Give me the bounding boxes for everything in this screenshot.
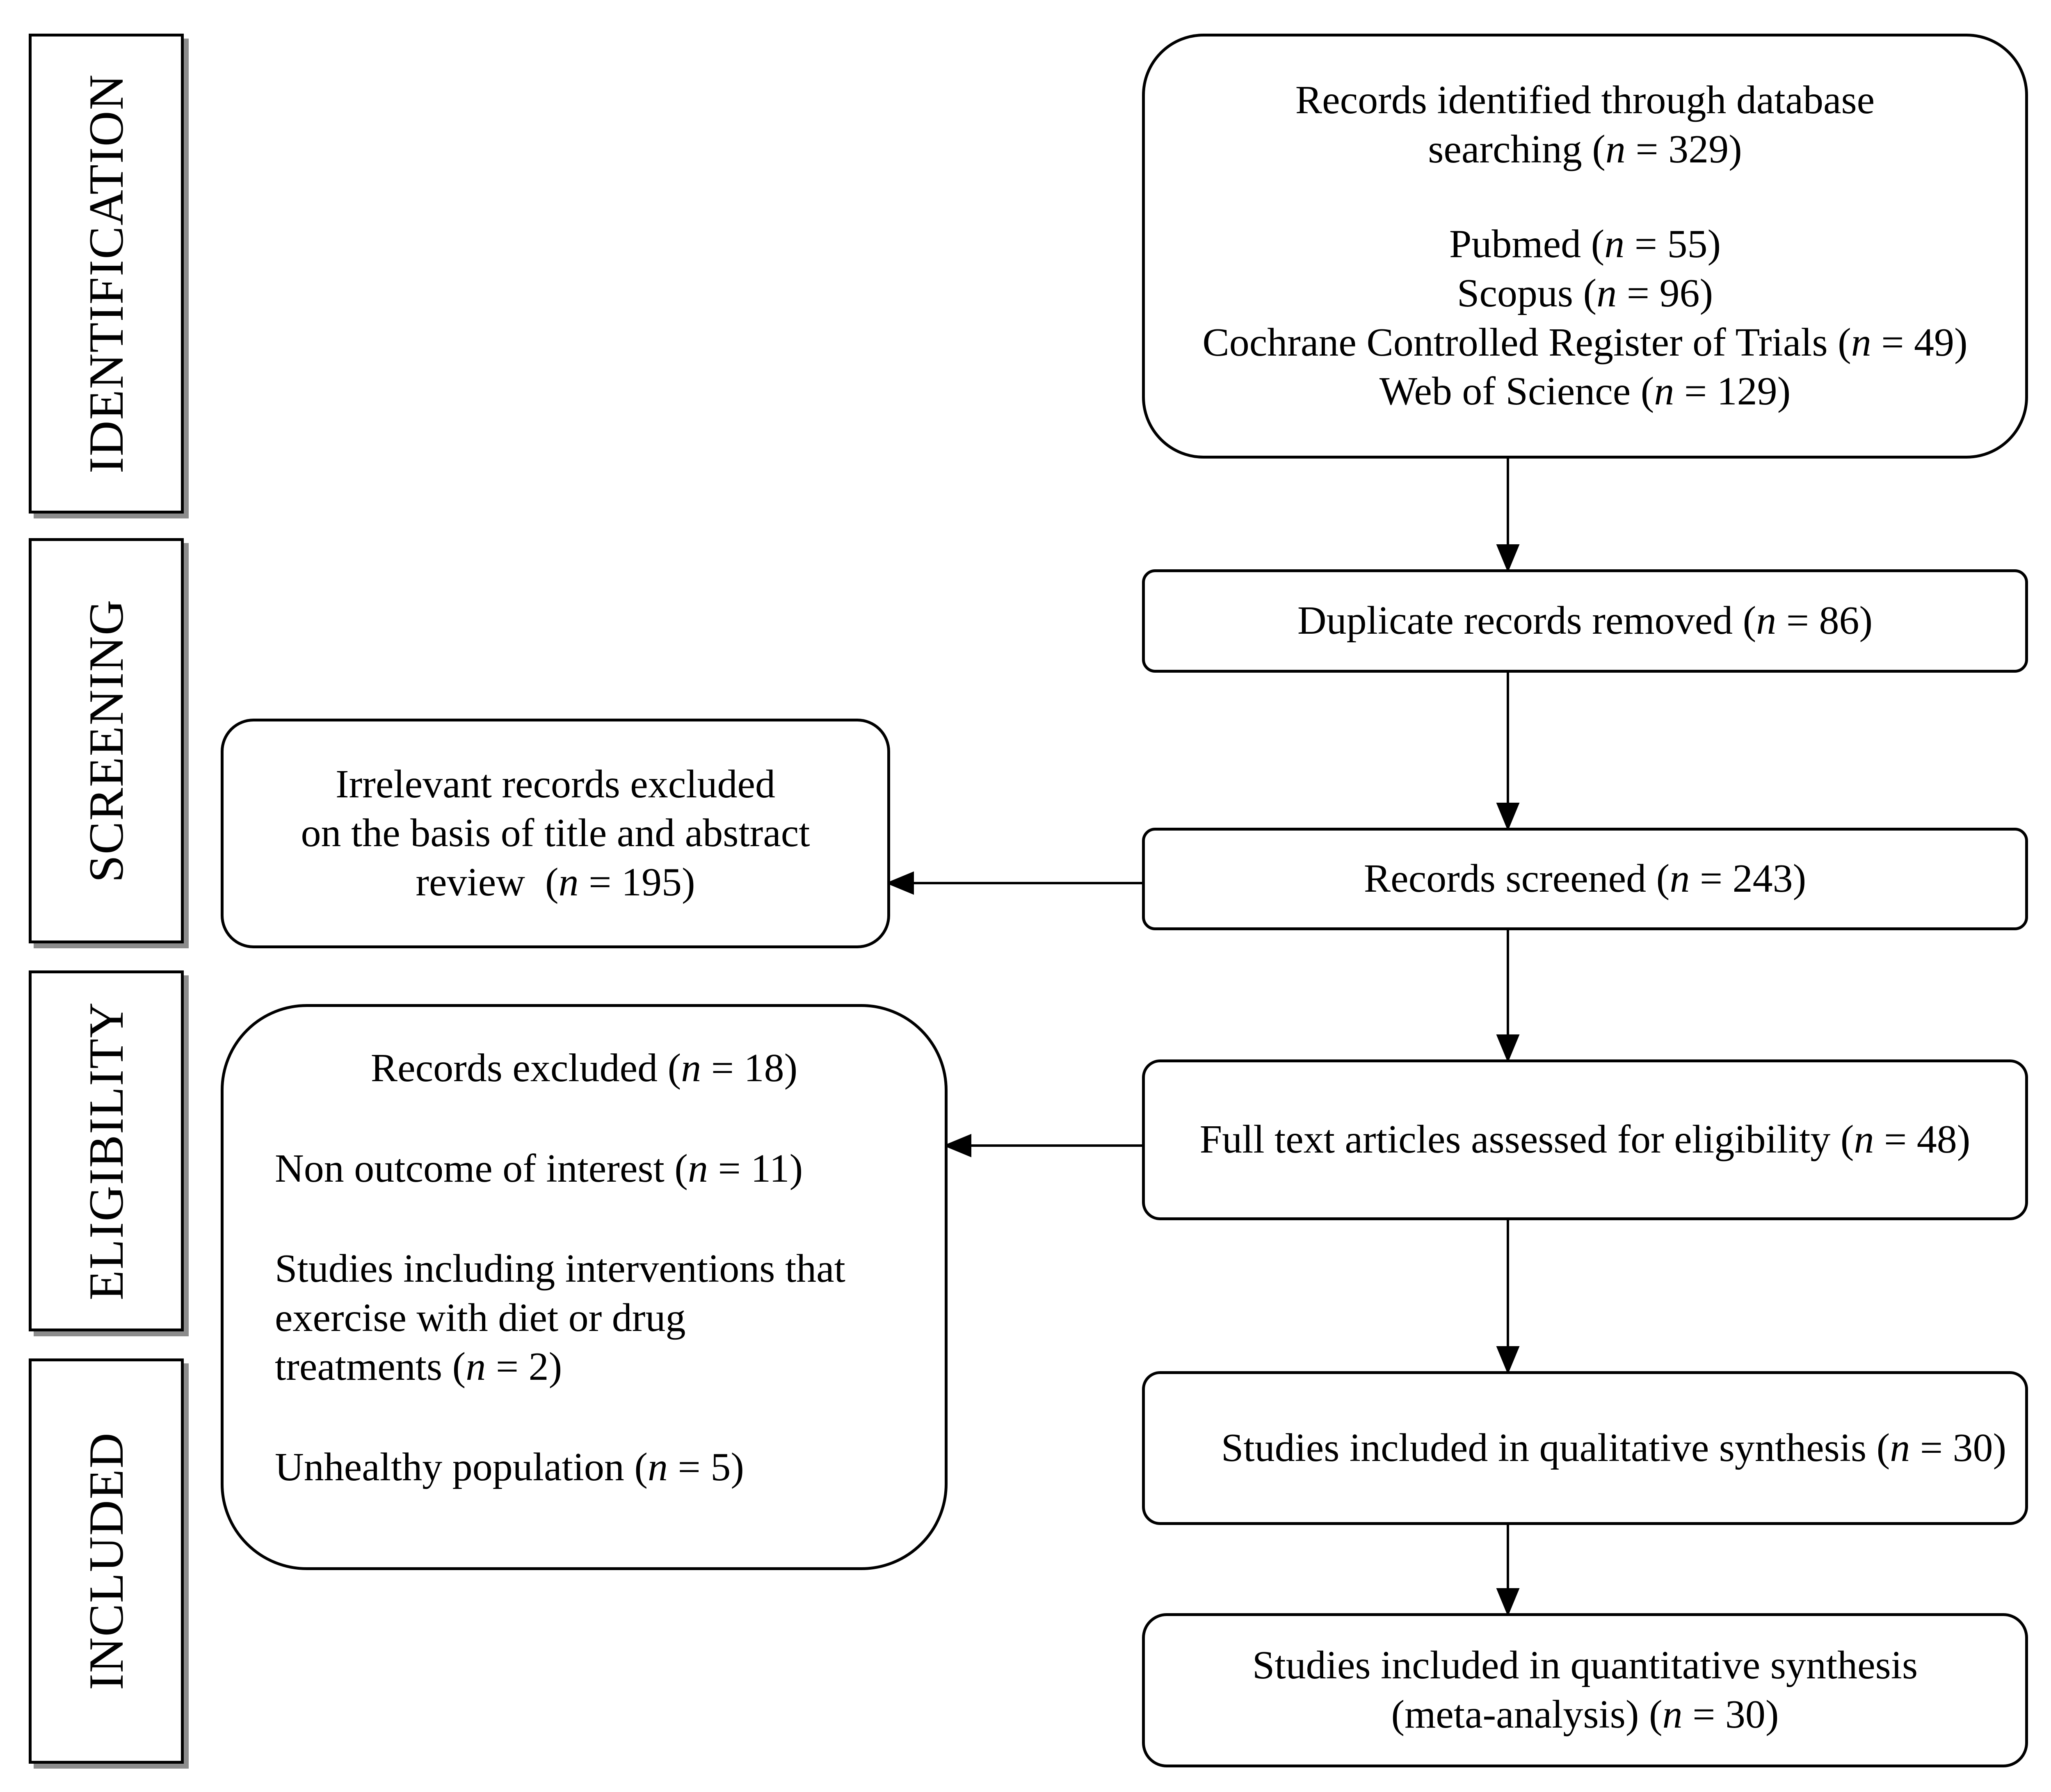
phase-identification: IDENTIFICATION <box>29 34 184 514</box>
excluded-reason-outcome: Non outcome of interest (n = 11) <box>275 1146 803 1191</box>
irrelevant-excluded-box: Irrelevant records excluded on the basis… <box>221 719 890 948</box>
quantitative-line2: (meta-analysis) (n = 30) <box>1391 1692 1779 1737</box>
duplicates-text: Duplicate records removed (n = 86) <box>1297 598 1873 643</box>
fulltext-assessed-box: Full text articles assessed for eligibil… <box>1142 1059 2028 1220</box>
quantitative-line1: Studies included in quantitative synthes… <box>1252 1643 1918 1688</box>
source-cochrane: Cochrane Controlled Register of Trials (… <box>1202 320 1968 365</box>
source-web-of-science: Web of Science (n = 129) <box>1379 369 1791 414</box>
excluded-reason-interventions-line3: treatments (n = 2) <box>275 1345 562 1389</box>
excluded-reason-unhealthy: Unhealthy population (n = 5) <box>275 1445 744 1489</box>
irrelevant-line1: Irrelevant records excluded <box>336 762 775 806</box>
excluded-title: Records excluded (n = 18) <box>370 1046 798 1090</box>
records-excluded-box: Records excluded (n = 18) Non outcome of… <box>221 1004 948 1570</box>
excluded-reason-interventions-line2: exercise with diet or drug <box>275 1295 686 1340</box>
screened-text: Records screened (n = 243) <box>1364 856 1807 901</box>
phase-screening: SCREENING <box>29 538 184 943</box>
phase-eligibility: ELIGIBILITY <box>29 970 184 1331</box>
records-screened-box: Records screened (n = 243) <box>1142 828 2028 930</box>
fulltext-text: Full text articles assessed for eligibil… <box>1199 1117 1971 1162</box>
irrelevant-line3: review (n = 195) <box>416 860 695 904</box>
qualitative-synthesis-box: Studies included in qualitative synthesi… <box>1142 1371 2028 1525</box>
records-identified-box: Records identified through database sear… <box>1142 34 2028 459</box>
duplicates-removed-box: Duplicate records removed (n = 86) <box>1142 569 2028 673</box>
phase-included: INCLUDED <box>29 1358 184 1764</box>
identified-heading-line2: searching (n = 329) <box>1428 127 1742 171</box>
qualitative-text: Studies included in qualitative synthesi… <box>1221 1425 2007 1470</box>
identified-heading-line1: Records identified through database <box>1295 78 1875 123</box>
excluded-reason-interventions-line1: Studies including interventions that <box>275 1246 845 1291</box>
irrelevant-line2: on the basis of title and abstract <box>301 811 810 856</box>
quantitative-synthesis-box: Studies included in quantitative synthes… <box>1142 1613 2028 1767</box>
source-pubmed: Pubmed (n = 55) <box>1449 222 1721 267</box>
source-scopus: Scopus (n = 96) <box>1457 271 1713 315</box>
